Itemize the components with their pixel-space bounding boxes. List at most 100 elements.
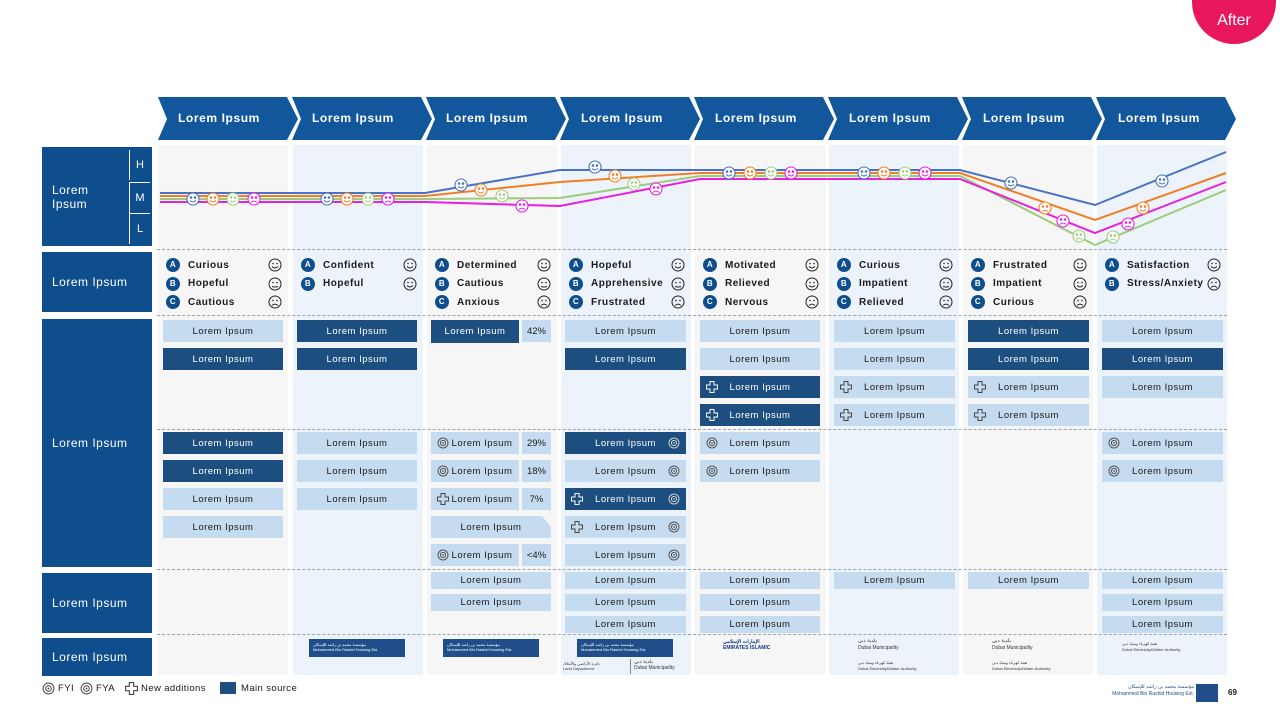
row-header-label: Lorem Ipsum [52,182,89,211]
new-addition-icon [974,381,986,393]
touchpoint-box-new: Lorem Ipsum [565,516,686,538]
happy-face-icon [1073,277,1087,290]
touchpoint-label: Lorem Ipsum [192,437,254,449]
column-bg [158,145,288,675]
touchpoint-box: Lorem Ipsum [834,348,955,370]
emotion-badge: C [569,295,583,309]
sad-face-icon [1207,277,1221,290]
touchpoint-label: Lorem Ipsum [326,353,388,365]
row-header-label: Lorem Ipsum [52,275,128,289]
row-header-label: Lorem Ipsum [52,596,128,610]
row-divider [157,634,1227,635]
touchpoint-box-main: Lorem Ipsum [163,432,283,454]
touchpoint-label: Lorem Ipsum [729,353,791,365]
percent-badge: 18% [522,460,551,482]
main-source-swatch [220,682,236,694]
curve-faces [186,160,1169,244]
channel-box: Lorem Ipsum [565,594,686,611]
touchpoint-box: Lorem Ipsum [431,460,519,482]
new-addition-icon [125,682,138,695]
new-addition-icon [571,493,583,505]
fyi-icon [437,549,449,561]
column-bg [293,145,423,675]
emotion-label: Motivated [725,259,777,271]
touchpoint-box-new: Lorem Ipsum [834,376,955,398]
emotion-badge: C [166,295,180,309]
channel-box: Lorem Ipsum [968,572,1089,589]
touchpoint-label: Lorem Ipsum [192,493,254,505]
channel-box: Lorem Ipsum [1102,572,1223,589]
mbrhe-emblem-icon [1196,684,1218,702]
channel-box: Lorem Ipsum [431,594,551,611]
phase-8: Lorem Ipsum [1118,111,1200,125]
touchpoint-box-main: Lorem Ipsum [297,320,417,342]
touchpoint-box: Lorem Ipsum [565,320,686,342]
row-divider [157,569,1227,570]
touchpoint-label: Lorem Ipsum [192,521,254,533]
percent-badge: 29% [522,432,551,454]
touchpoint-label: Lorem Ipsum [595,465,656,477]
emotion-label: Cautious [188,296,235,308]
emotion-badge: A [837,258,851,272]
touchpoint-label: Lorem Ipsum [864,325,925,337]
touchpoint-box-new: Lorem Ipsum [968,376,1089,398]
emotion-label: Curious [993,296,1035,308]
channel-box: Lorem Ipsum [565,572,686,589]
channel-box: Lorem Ipsum [1102,594,1223,611]
channel-label: Lorem Ipsum [729,575,791,586]
emotion-label: Cautious [457,278,504,289]
touchpoint-label: Lorem Ipsum [326,437,388,449]
touchpoint-label: Lorem Ipsum [192,325,254,337]
touchpoint-label: Lorem Ipsum [595,521,656,533]
fyi-icon [437,437,449,449]
neutral-face-icon [671,277,685,290]
emotion-badge: A [703,258,717,272]
touchpoint-label: Lorem Ipsum [1132,437,1193,449]
row-header-label: Lorem Ipsum [52,650,128,664]
channel-label: Lorem Ipsum [998,575,1059,586]
emotion-label: Frustrated [993,259,1048,271]
channel-label: Lorem Ipsum [864,575,925,586]
phase-2: Lorem Ipsum [312,111,394,125]
phase-4: Lorem Ipsum [581,111,663,125]
emotion-line-orange [160,172,1227,222]
emotion-badge: B [971,276,985,291]
legend-main-source: Main source [220,682,297,694]
touchpoint-label: Lorem Ipsum [192,353,254,365]
row-divider [157,249,1227,250]
touchpoint-box-main: Lorem Ipsum [297,348,417,370]
touchpoint-label: Lorem Ipsum [451,549,513,561]
phase-1: Lorem Ipsum [178,111,260,125]
emotion-label: Hopeful [591,259,632,271]
emotion-label: Anxious [457,296,500,308]
touchpoint-box-new: Lorem Ipsum [431,488,519,510]
emotion-badge: A [569,258,583,272]
touchpoint-label: Lorem Ipsum [460,521,522,533]
happy-face-icon [1073,258,1087,272]
fyi-icon [42,682,55,695]
sad-face-icon [805,295,819,309]
channel-label: Lorem Ipsum [729,597,791,608]
touchpoint-box: Lorem Ipsum [834,320,955,342]
touchpoint-label: Lorem Ipsum [444,326,506,337]
row-header-emotions: Lorem Ipsum [42,252,152,312]
touchpoint-label: Lorem Ipsum [998,381,1059,393]
touchpoint-label: Lorem Ipsum [595,353,656,365]
emotion-badge: B [301,276,315,291]
touchpoint-box-main: Lorem Ipsum [700,376,820,398]
emotion-item: C Cautious [166,295,235,309]
happy-face-icon [403,277,417,290]
touchpoint-box: Lorem Ipsum [163,516,283,538]
touchpoint-box: Lorem Ipsum [1102,432,1223,454]
emotion-label: Apprehensive [591,278,664,289]
channel-label: Lorem Ipsum [729,619,791,630]
neutral-face-icon [537,277,551,290]
